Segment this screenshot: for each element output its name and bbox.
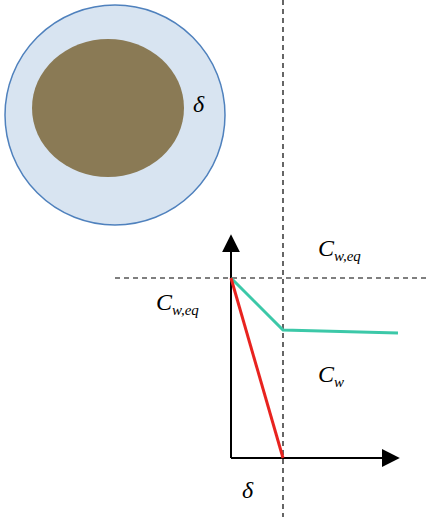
axis-label: δ bbox=[242, 478, 253, 502]
equilibrium-level bbox=[115, 277, 429, 278]
axis-label: Cw,eq bbox=[318, 236, 361, 264]
y-axis bbox=[230, 236, 232, 458]
solid-particle bbox=[32, 39, 184, 177]
axis-label: Cw,eq bbox=[156, 290, 199, 318]
film-boundary bbox=[282, 0, 283, 517]
axis-label: δ bbox=[193, 92, 204, 116]
axis-label: Cw bbox=[318, 362, 344, 390]
steep-profile bbox=[231, 278, 283, 458]
water-film bbox=[5, 5, 225, 225]
concentration-profile bbox=[231, 278, 398, 333]
x-axis bbox=[231, 457, 398, 459]
